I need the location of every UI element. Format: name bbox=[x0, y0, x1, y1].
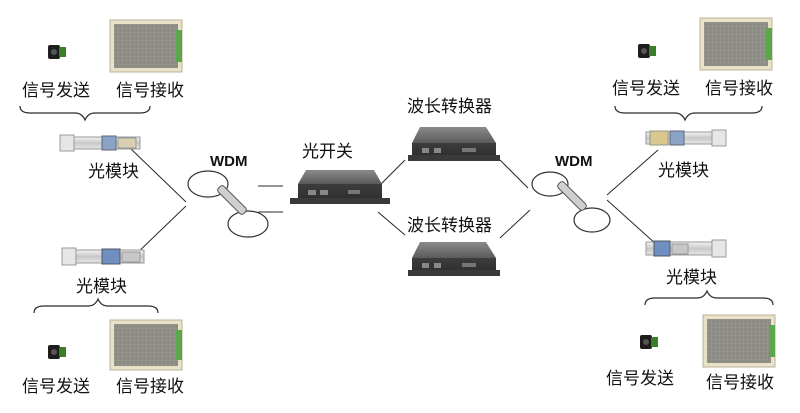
camera-icon bbox=[48, 345, 66, 359]
label-wavelength-converter: 波长转换器 bbox=[407, 216, 492, 236]
braces bbox=[19, 105, 774, 314]
line-top-converter-to-right-wdm bbox=[499, 159, 529, 189]
label-wavelength-converter: 波长转换器 bbox=[407, 97, 492, 117]
display-screen-icon bbox=[702, 314, 776, 368]
label-wdm: WDM bbox=[210, 153, 248, 170]
label-signal-receive: 信号接收 bbox=[706, 373, 774, 393]
connection-lines bbox=[129, 147, 659, 258]
wdm-coupler-icon bbox=[187, 170, 269, 238]
display-screen-icon bbox=[699, 17, 773, 71]
display-screen-icon bbox=[109, 19, 183, 73]
brace-bottom-right bbox=[644, 289, 774, 306]
label-optical-module: 光模块 bbox=[658, 161, 709, 181]
display-screen-icon bbox=[109, 319, 183, 371]
optical-module-icon bbox=[645, 239, 727, 258]
label-optical-module: 光模块 bbox=[76, 277, 127, 297]
camera-icon bbox=[638, 44, 656, 58]
brace-top-right bbox=[614, 105, 763, 122]
line-switch-to-bottom-converter bbox=[377, 211, 406, 236]
brace-bottom-left bbox=[33, 297, 159, 314]
label-wdm: WDM bbox=[555, 153, 593, 170]
camera-icon bbox=[640, 335, 658, 349]
label-optical-module: 光模块 bbox=[88, 162, 139, 182]
label-signal-send: 信号发送 bbox=[22, 81, 90, 101]
label-signal-send: 信号发送 bbox=[22, 377, 90, 397]
optical-switch-device-icon bbox=[290, 170, 390, 204]
line-bottom-converter-to-right-wdm bbox=[499, 209, 531, 239]
wdm-coupler-icon bbox=[531, 171, 611, 233]
label-signal-send: 信号发送 bbox=[606, 369, 674, 389]
wavelength-converter-device-icon bbox=[408, 127, 500, 161]
label-optical-module: 光模块 bbox=[666, 268, 717, 288]
label-optical-switch: 光开关 bbox=[302, 142, 353, 162]
line-switch-to-top-converter bbox=[377, 159, 406, 188]
optical-module-icon bbox=[645, 129, 727, 147]
line-right-wdm-to-top-module bbox=[606, 149, 659, 196]
wavelength-converter-device-icon bbox=[408, 242, 500, 276]
label-signal-receive: 信号接收 bbox=[705, 79, 773, 99]
line-bottom-left-module-to-wdm bbox=[132, 205, 187, 258]
label-signal-receive: 信号接收 bbox=[116, 81, 184, 101]
label-signal-send: 信号发送 bbox=[612, 79, 680, 99]
brace-top-left bbox=[19, 105, 151, 122]
camera-icon bbox=[48, 45, 66, 59]
line-top-left-module-to-wdm bbox=[129, 147, 187, 203]
optical-module-icon bbox=[61, 247, 145, 266]
line-right-wdm-to-bottom-module bbox=[606, 199, 658, 246]
optical-module-icon bbox=[59, 134, 141, 152]
label-signal-receive: 信号接收 bbox=[116, 377, 184, 397]
